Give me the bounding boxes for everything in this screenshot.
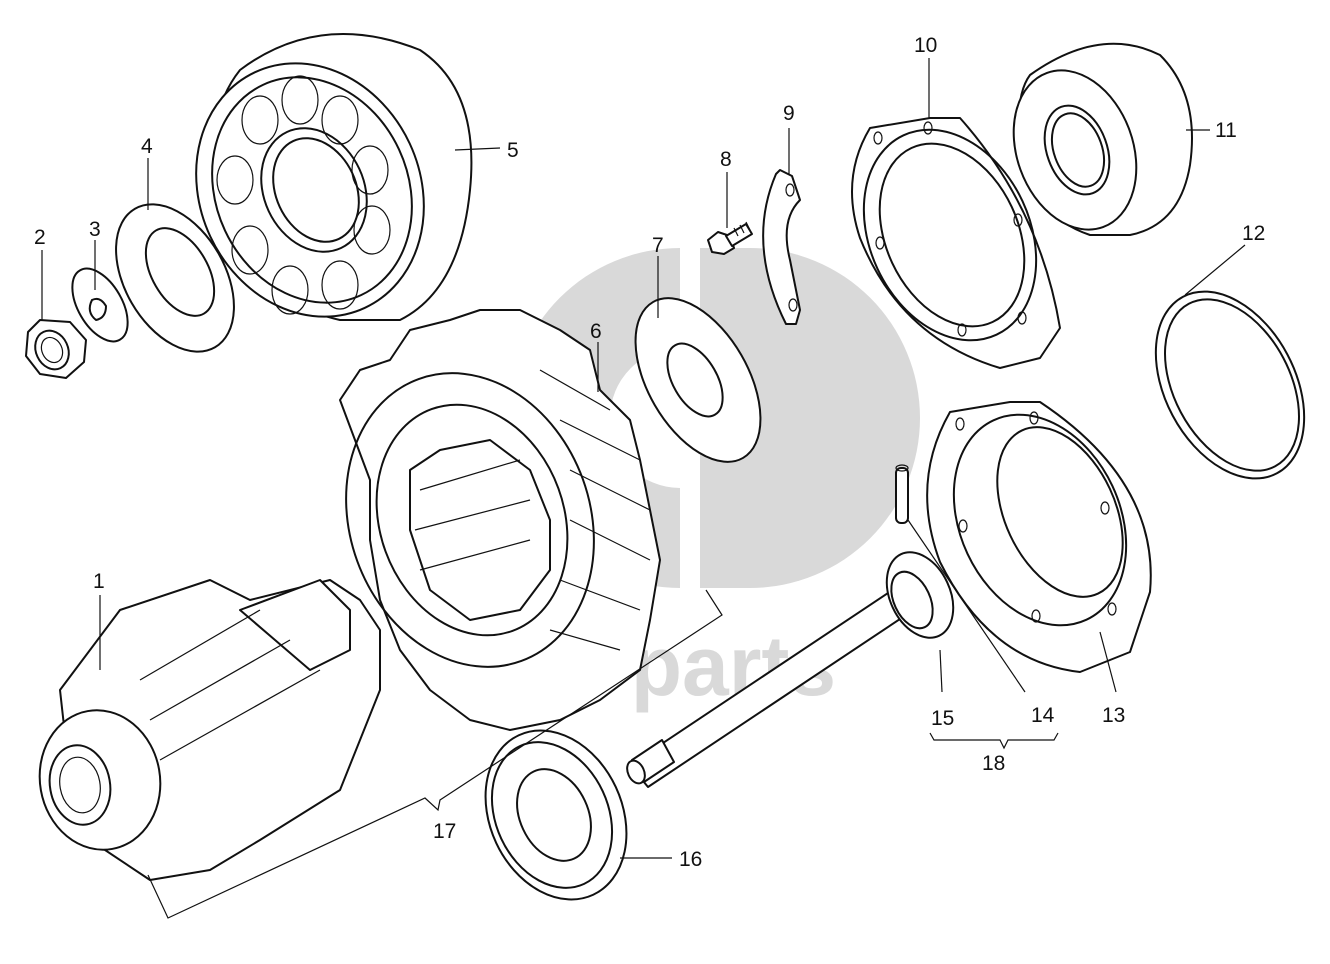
callout-6: 6 xyxy=(590,320,602,343)
callout-4: 4 xyxy=(141,135,153,158)
part-7-thrust-washer[interactable] xyxy=(610,277,787,483)
callout-3: 3 xyxy=(89,218,101,241)
part-13-bearing-housing[interactable] xyxy=(921,386,1159,673)
callout-10: 10 xyxy=(914,34,937,57)
part-8-bolt[interactable] xyxy=(707,221,753,255)
part-9-lock-plate[interactable] xyxy=(762,169,801,325)
callout-12: 12 xyxy=(1242,222,1265,245)
callout-16: 16 xyxy=(679,848,702,871)
part-15-shaft[interactable] xyxy=(624,542,967,788)
part-11-roller-bearing[interactable] xyxy=(992,42,1193,247)
callout-labels: 2 3 4 5 6 7 8 9 10 11 12 13 14 15 16 1 1… xyxy=(34,34,1265,871)
part-2-hex-nut[interactable] xyxy=(25,319,87,379)
leader-lines xyxy=(41,58,1246,919)
callout-2: 2 xyxy=(34,226,46,249)
part-16-ball-bearing[interactable] xyxy=(459,707,653,922)
part-5-roller-bearing[interactable] xyxy=(155,26,473,355)
callout-1: 1 xyxy=(93,570,105,593)
callout-13: 13 xyxy=(1102,704,1125,727)
callout-9: 9 xyxy=(783,102,795,125)
callout-18: 18 xyxy=(982,752,1005,775)
callout-11: 11 xyxy=(1215,119,1237,142)
callout-17: 17 xyxy=(433,820,456,843)
callout-5: 5 xyxy=(507,139,519,162)
watermark-logo-right xyxy=(700,248,920,588)
part-12-seal-ring[interactable] xyxy=(1126,266,1330,504)
callout-14: 14 xyxy=(1031,704,1055,727)
part-1-pinion-shaft-gear[interactable] xyxy=(29,579,381,881)
callout-8: 8 xyxy=(720,148,732,171)
part-10-bearing-cover-flange[interactable] xyxy=(831,101,1069,369)
part-3-tab-washer[interactable] xyxy=(61,259,139,350)
part-6-spur-gear[interactable] xyxy=(306,309,661,731)
callout-7: 7 xyxy=(652,234,664,257)
callout-15: 15 xyxy=(931,707,954,730)
part-14-pin[interactable] xyxy=(895,464,909,524)
